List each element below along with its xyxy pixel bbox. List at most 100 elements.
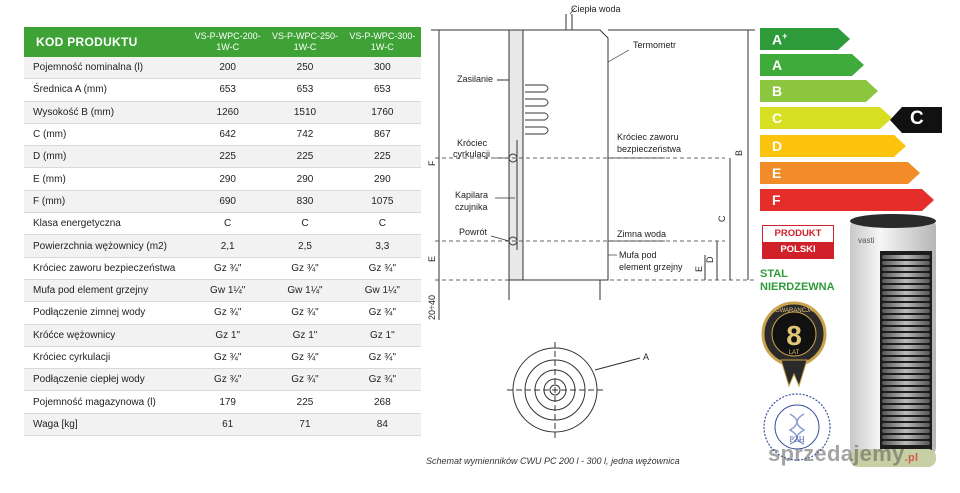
- row-value: 1075: [343, 190, 421, 214]
- label-zasilanie: Zasilanie: [457, 74, 493, 84]
- coil-ring: [882, 345, 930, 349]
- row-value: Gz ¾": [266, 257, 344, 280]
- energy-bar-e: [760, 162, 920, 184]
- coil-ring: [882, 405, 930, 409]
- coil-ring: [882, 369, 930, 373]
- coil-ring: [882, 411, 930, 415]
- row-value: Gz ¾": [266, 301, 344, 325]
- row-value: Gz ¾": [266, 346, 344, 370]
- row-label: Powierzchnia wężownicy (m2): [24, 234, 189, 258]
- row-value: Gz ¾": [266, 368, 344, 392]
- row-label: Króciec zaworu bezpieczeństwa: [24, 257, 189, 280]
- model-200-header: VS-P-WPC-200-1W-C: [189, 27, 267, 57]
- row-value: Gz 1": [343, 324, 421, 347]
- produkt-polski-badge: PRODUKT POLSKI: [762, 225, 834, 259]
- row-value: 300: [343, 57, 421, 80]
- row-value: 830: [266, 190, 344, 214]
- row-value: Gw 1¼": [189, 279, 267, 303]
- coil-ring: [882, 423, 930, 427]
- coil-ring: [882, 333, 930, 337]
- coil-ring: [882, 327, 930, 331]
- coil-ring: [882, 255, 930, 259]
- row-value: 3,3: [343, 234, 421, 258]
- coil-ring: [882, 357, 930, 361]
- label-kapilara-2: czujnika: [455, 202, 488, 212]
- row-value: 84: [343, 413, 421, 437]
- pzh-text: PZH: [789, 435, 804, 444]
- coil-ring: [882, 279, 930, 283]
- coil-rings: [882, 255, 930, 445]
- row-value: 653: [189, 78, 267, 102]
- coil-ring: [882, 363, 930, 367]
- dim-a-label: A: [643, 352, 649, 362]
- coil-ring: [882, 273, 930, 277]
- kod-produktu-header: KOD PRODUKTU: [24, 27, 189, 57]
- row-value: Gz ¾": [189, 301, 267, 325]
- energy-letter-a-plus: A+: [772, 31, 788, 48]
- table-header-row: KOD PRODUKTU VS-P-WPC-200-1W-C VS-P-WPC-…: [24, 27, 421, 57]
- pzh-seal: PZH: [763, 393, 831, 461]
- watermark-text: sprzedajemy: [768, 441, 905, 466]
- row-value: 250: [266, 57, 344, 80]
- coil-ring: [882, 297, 930, 301]
- energy-bar-c: [760, 107, 892, 129]
- row-value: 653: [266, 78, 344, 102]
- plan-view: [507, 342, 641, 438]
- watermark: sprzedajemy.pl: [768, 441, 918, 467]
- row-value: C: [189, 212, 267, 236]
- row-label: E (mm): [24, 167, 189, 191]
- row-value: Gw 1¼": [343, 279, 421, 303]
- row-label: Króćce wężownicy: [24, 324, 189, 347]
- row-value: 1510: [266, 101, 344, 124]
- row-label: Mufa pod element grzejny: [24, 279, 189, 303]
- row-value: 653: [343, 78, 421, 102]
- diagram-caption: Schemat wymienników CWU PC 200 l - 300 l…: [426, 456, 680, 466]
- row-value: 179: [189, 390, 267, 414]
- polski-label: POLSKI: [763, 242, 833, 258]
- row-value: 290: [343, 167, 421, 191]
- dim-b-label: B: [734, 150, 744, 156]
- energy-bar-a-plus: [760, 28, 850, 50]
- gwarancja-years: 8: [786, 320, 802, 351]
- current-class-letter: C: [910, 108, 924, 129]
- energy-letter-d: D: [772, 138, 783, 154]
- energy-letter-e: E: [772, 165, 782, 181]
- row-label: Pojemność nominalna (l): [24, 57, 189, 80]
- row-value: 200: [189, 57, 267, 80]
- label-krociec-zaworu-1: Króciec zaworu: [617, 132, 679, 142]
- row-label: Pojemność magazynowa (l): [24, 390, 189, 414]
- row-value: 61: [189, 413, 267, 437]
- row-value: Gz ¾": [189, 346, 267, 370]
- row-label: Podłączenie ciepłej wody: [24, 368, 189, 392]
- coil-ring: [882, 339, 930, 343]
- row-value: Gz ¾": [343, 346, 421, 370]
- row-value: 867: [343, 123, 421, 147]
- row-value: 225: [266, 145, 344, 169]
- row-value: 290: [266, 167, 344, 191]
- coil-ring: [882, 387, 930, 391]
- model-250-header: VS-P-WPC-250-1W-C: [266, 27, 344, 57]
- energy-letter-c: C: [772, 110, 783, 126]
- energy-letter-f: F: [772, 192, 781, 208]
- row-value: C: [266, 212, 344, 236]
- stal-line: STAL: [760, 268, 788, 280]
- gwarancja-badge: GWARANCJA 8 LAT: [761, 301, 827, 388]
- coil-ring: [882, 351, 930, 355]
- row-label: Klasa energetyczna: [24, 212, 189, 236]
- energy-letter-a: A: [772, 57, 783, 73]
- coil-ring: [882, 417, 930, 421]
- label-mufa-1: Mufa pod: [619, 250, 657, 260]
- current-class-marker: C: [890, 107, 942, 138]
- row-value: C: [343, 212, 421, 236]
- row-value: 690: [189, 190, 267, 214]
- label-powrot: Powrót: [459, 227, 488, 237]
- label-zimna-woda: Zimna woda: [617, 229, 666, 239]
- model-300-header: VS-P-WPC-300-1W-C: [343, 27, 421, 57]
